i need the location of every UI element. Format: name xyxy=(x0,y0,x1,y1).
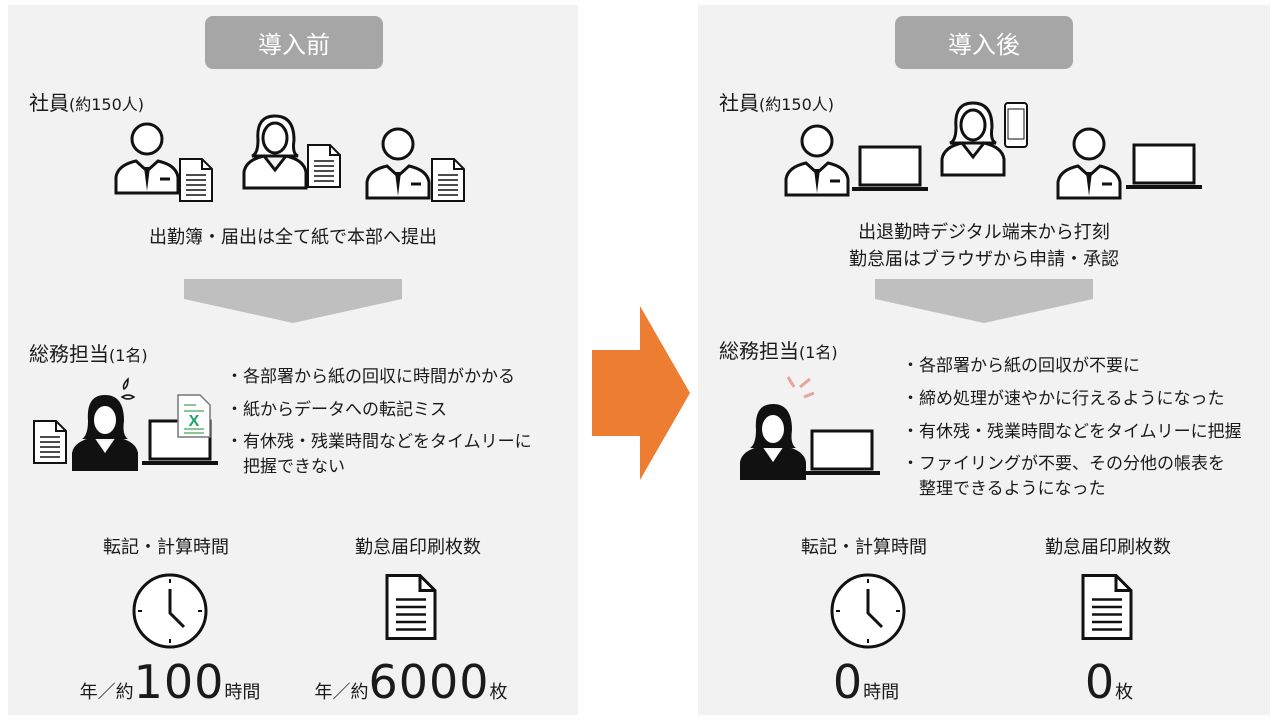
employees-title: 社員 xyxy=(29,91,69,115)
before-badge: 導入前 xyxy=(205,16,383,69)
male-employee-icon xyxy=(363,120,433,200)
laptop-icon xyxy=(850,145,930,193)
paper-document-icon xyxy=(306,143,342,189)
metric-number: 100 xyxy=(133,655,225,709)
paper-document-icon xyxy=(178,157,214,203)
employees-count: (約150人) xyxy=(69,95,145,114)
issue-item: ・各部署から紙の回収に時間がかかる xyxy=(226,367,515,387)
admin-heading: 総務担当(1名) xyxy=(719,335,838,364)
metric-value-time: 0時間 xyxy=(741,655,991,709)
employees-heading: 社員(約150人) xyxy=(29,87,144,116)
metric-number: 0 xyxy=(832,655,864,709)
employees-description: 出退勤時デジタル端末から打刻 勤怠届はブラウザから申請・承認 xyxy=(698,219,1270,273)
employees-description: 出勤簿・届出は全て紙で本部へ提出 xyxy=(149,227,437,248)
metric-label-time: 転記・計算時間 xyxy=(103,537,229,558)
description-line: 勤怠届はブラウザから申請・承認 xyxy=(849,249,1119,270)
male-employee-icon xyxy=(112,115,182,195)
admin-count: (1名) xyxy=(799,343,838,362)
benefit-item: ・ファイリングが不要、その分他の帳表を xyxy=(902,454,1225,474)
after-benefits-list: ・各部署から紙の回収が不要に ・締め処理が速やかに行えるようになった ・有休残・… xyxy=(902,350,1242,499)
transition-arrow xyxy=(592,306,690,480)
paper-document-icon xyxy=(430,157,466,203)
employees-count: (約150人) xyxy=(759,95,835,114)
metric-unit: 時間 xyxy=(863,682,900,703)
metric-value-time: 年／約100時間 xyxy=(45,655,295,709)
metric-value-prints: 0枚 xyxy=(984,655,1234,709)
sweat-drop-icon xyxy=(120,377,136,400)
admin-count: (1名) xyxy=(109,346,148,365)
clock-icon xyxy=(130,571,210,651)
relieved-admin-icon xyxy=(738,399,808,481)
description-line: 出退勤時デジタル端末から打刻 xyxy=(858,222,1110,243)
after-panel: 導入後 社員(約150人) 出退勤時デジタル端末から打刻 勤怠届はブラウザから申… xyxy=(698,5,1270,715)
metric-number: 0 xyxy=(1084,655,1116,709)
employees-title: 社員 xyxy=(719,91,759,115)
after-badge: 導入後 xyxy=(895,16,1073,69)
benefit-item: ・有休残・残業時間などをタイムリーに把握 xyxy=(902,422,1242,442)
svg-text:X: X xyxy=(189,413,200,430)
metric-value-prints: 年／約6000枚 xyxy=(286,655,536,709)
down-arrow xyxy=(184,279,402,323)
metric-prefix: 年／約 xyxy=(79,682,134,703)
document-icon xyxy=(384,571,438,643)
metric-prefix: 年／約 xyxy=(314,682,369,703)
paper-document-icon xyxy=(32,417,68,467)
metric-unit: 枚 xyxy=(489,682,508,703)
metric-label-prints: 勤怠届印刷枚数 xyxy=(355,537,481,558)
issue-item: ・紙からデータへの転記ミス xyxy=(226,400,447,420)
female-employee-icon xyxy=(240,110,310,190)
laptop-icon xyxy=(1124,143,1204,191)
metric-label-time: 転記・計算時間 xyxy=(801,537,927,558)
document-icon xyxy=(1080,571,1134,643)
down-arrow xyxy=(875,279,1093,323)
admin-title: 総務担当 xyxy=(29,342,109,366)
admin-heading: 総務担当(1名) xyxy=(29,338,148,367)
before-issues-list: ・各部署から紙の回収に時間がかかる ・紙からデータへの転記ミス ・有休残・残業時… xyxy=(226,361,532,477)
female-employee-icon xyxy=(938,97,1008,177)
before-panel: 導入前 社員(約150人) 出勤簿・届出は全て紙で本部へ提出 総務担当(1名) … xyxy=(8,5,578,715)
male-employee-icon xyxy=(782,117,852,197)
issue-item: ・有休残・残業時間などをタイムリーに xyxy=(226,432,532,452)
smartphone-icon xyxy=(1004,102,1028,148)
clock-icon xyxy=(828,571,908,651)
laptop-icon xyxy=(802,429,882,477)
sparkle-icon xyxy=(786,376,815,399)
benefit-item: ・締め処理が速やかに行えるようになった xyxy=(902,389,1225,409)
metric-unit: 時間 xyxy=(224,682,261,703)
benefit-item: 整理できるようになった xyxy=(902,479,1106,499)
admin-title: 総務担当 xyxy=(719,339,799,363)
metric-label-prints: 勤怠届印刷枚数 xyxy=(1045,537,1171,558)
excel-file-icon: X xyxy=(177,394,211,438)
employees-heading: 社員(約150人) xyxy=(719,87,834,116)
benefit-item: ・各部署から紙の回収が不要に xyxy=(902,356,1140,376)
metric-unit: 枚 xyxy=(1115,682,1134,703)
male-employee-icon xyxy=(1054,120,1124,200)
metric-number: 6000 xyxy=(368,655,490,709)
issue-item: 把握できない xyxy=(226,457,345,477)
